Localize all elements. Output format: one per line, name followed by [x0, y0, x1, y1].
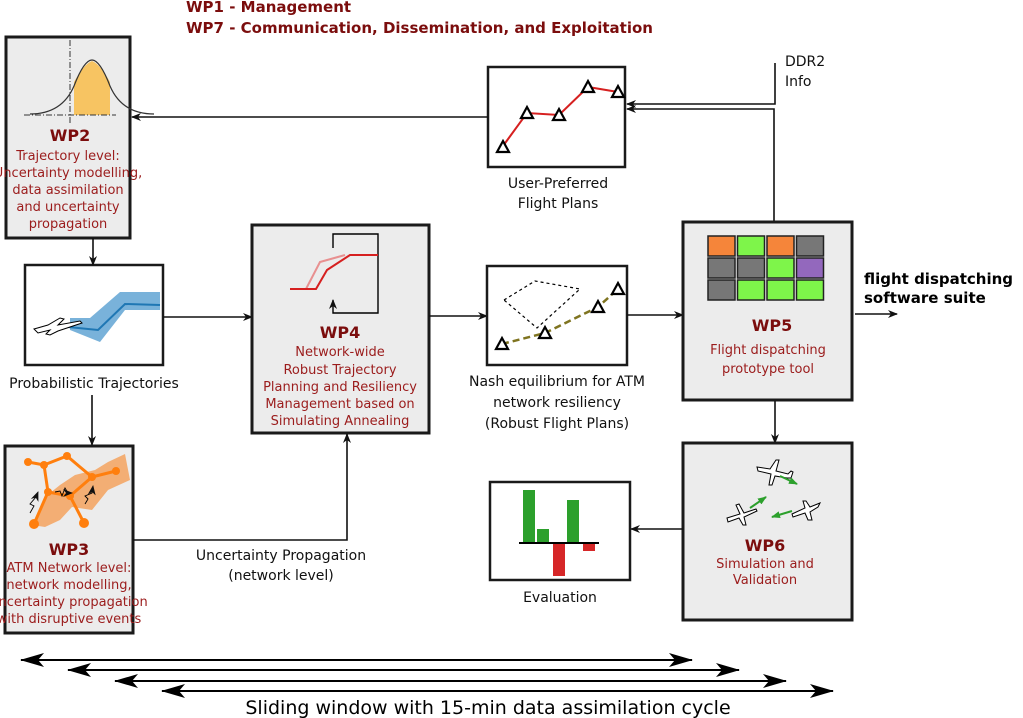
grid-cell: [766, 279, 795, 301]
grid-cell: [736, 279, 766, 301]
wp3-desc: uncertainty propagation: [0, 595, 148, 610]
evaluation-box: [488, 480, 632, 582]
wp4-title: WP4: [320, 323, 361, 342]
wp7-label: WP7 - Communication, Dissemination, and …: [186, 19, 653, 37]
wp4-desc: Robust Trajectory: [283, 363, 396, 378]
wp6-title: WP6: [745, 536, 786, 555]
wp3-title: WP3: [49, 540, 90, 559]
wp4-desc: Planning and Resiliency: [263, 380, 417, 395]
wp4-desc: Network-wide: [295, 345, 384, 360]
wp5-box: WP5 Flight dispatching prototype tool: [681, 220, 854, 402]
output-label: flight dispatching: [864, 270, 1013, 288]
probabilistic-label: Probabilistic Trajectories: [9, 376, 179, 392]
arrow-wp3-to-wp4: [133, 433, 351, 541]
grid-cell: [707, 235, 736, 257]
uncertainty-label: (network level): [228, 568, 334, 584]
uncertainty-label: Uncertainty Propagation: [196, 548, 366, 564]
grid-cell: [736, 257, 766, 279]
wp6-desc: Simulation and: [716, 557, 814, 572]
wp1-label: WP1 - Management: [186, 0, 351, 16]
wp6-desc: Validation: [733, 573, 797, 588]
wp6-box: WP6 Simulation and Validation: [681, 441, 854, 622]
arrow-ddr2-to-upfp: [626, 63, 776, 108]
output-label: software suite: [864, 289, 986, 307]
wp2-desc: Uncertainty modelling,: [0, 166, 142, 181]
wp4-desc: Simulating Annealing: [271, 414, 410, 429]
arrow-wp5-to-upfp: [626, 105, 775, 222]
airplane-icon: [33, 317, 83, 336]
ddr2-label: DDR2: [785, 54, 825, 70]
grid-cell: [707, 279, 736, 301]
ddr2-label: Info: [785, 74, 812, 90]
wp5-title: WP5: [752, 316, 793, 335]
wp2-desc: data assimilation: [12, 183, 123, 198]
wp2-desc: and uncertainty: [16, 200, 120, 215]
grid-cell: [795, 235, 825, 257]
wp2-box: WP2 Trajectory level: Uncertainty modell…: [0, 35, 155, 240]
airplanes-icon: [726, 459, 822, 526]
wp3-desc: with disruptive events: [0, 612, 141, 627]
wp3-desc: network modelling,: [6, 578, 131, 593]
nash-label: (Robust Flight Plans): [485, 416, 629, 432]
user-preferred-box: [486, 65, 627, 169]
user-preferred-label: User-Preferred: [508, 176, 608, 192]
grid-cell: [766, 257, 795, 279]
nash-label: Nash equilibrium for ATM: [469, 374, 645, 390]
wp5-desc: Flight dispatching: [710, 343, 826, 358]
evaluation-label: Evaluation: [523, 590, 597, 606]
wp3-desc: ATM Network level:: [7, 561, 132, 576]
grid-cell: [795, 279, 825, 301]
sliding-window-label: Sliding window with 15-min data assimila…: [245, 697, 730, 718]
grid-cell: [707, 257, 736, 279]
bell-curve-icon: [24, 40, 155, 124]
grid-cell: [736, 235, 766, 257]
wp2-desc: Trajectory level:: [15, 149, 120, 164]
grid-cell: [795, 257, 825, 279]
dashboard-grid-icon: [707, 235, 825, 301]
user-preferred-label: Flight Plans: [518, 196, 599, 212]
nash-label: network resiliency: [493, 395, 621, 411]
probabilistic-trajectories-box: [23, 263, 165, 367]
network-graph-icon: [24, 452, 130, 529]
replanning-loop-icon: [290, 233, 379, 314]
wp4-desc: Management based on: [265, 397, 414, 412]
wp5-desc: prototype tool: [722, 362, 814, 377]
grid-cell: [766, 235, 795, 257]
wp3-box: WP3 ATM Network level: network modelling…: [0, 444, 148, 635]
nash-equilibrium-box: [485, 264, 629, 367]
wp4-box: WP4 Network-wide Robust Trajectory Plann…: [250, 223, 431, 435]
sliding-window-arrows: [20, 653, 834, 698]
wp2-title: WP2: [50, 126, 91, 145]
wp2-desc: propagation: [29, 217, 108, 232]
